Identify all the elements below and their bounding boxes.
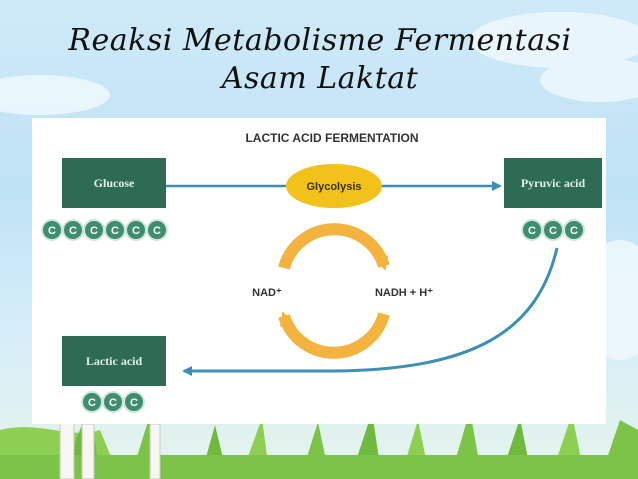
pyruvic-acid-box (504, 158, 602, 208)
fence-post (59, 419, 75, 479)
lactic-acid-fermentation-diagram: LACTIC ACID FERMENTATION Glucose Pyruvic… (41, 131, 602, 413)
reduction-arrow (182, 247, 559, 376)
carbon-atom (563, 219, 585, 241)
carbon-symbol: C (570, 225, 578, 237)
carbon-symbol: C (109, 397, 117, 409)
lactic-acid-label: Lactic acid (86, 354, 143, 368)
nad-label: NAD⁺ (252, 287, 282, 299)
fence-post (81, 423, 95, 479)
carbon-atom (146, 219, 168, 241)
carbon-symbol: C (130, 397, 138, 409)
nadh-to-nad-arrow (278, 311, 390, 359)
cloud (0, 75, 110, 115)
cloud (540, 58, 638, 102)
glycolysis-ellipse (286, 164, 382, 208)
fence-post (149, 423, 161, 479)
lactic-acid-box (62, 336, 166, 386)
glucose-box (62, 158, 166, 208)
carbon-symbol: C (153, 225, 161, 237)
carbon-symbol: C (69, 225, 77, 237)
grass-base (0, 455, 638, 479)
carbon-symbol: C (528, 225, 536, 237)
nadh-label: NADH + H⁺ (375, 287, 433, 299)
carbon-symbol: C (48, 225, 56, 237)
diagram-heading: LACTIC ACID FERMENTATION (245, 131, 418, 145)
cloud (470, 12, 638, 68)
carbon-symbol: C (88, 397, 96, 409)
glycolysis-label: Glycolysis (306, 181, 361, 193)
glucose-label: Glucose (94, 176, 135, 190)
carbon-atom (123, 391, 145, 413)
carbon-symbol: C (111, 225, 119, 237)
nad-to-nadh-arrow (278, 223, 390, 271)
carbon-symbol: C (132, 225, 140, 237)
slide-title: Reaksi Metabolisme Fermentasi Asam Lakta… (68, 23, 572, 96)
carbon-symbol: C (549, 225, 557, 237)
pyruvic-acid-label: Pyruvic acid (521, 176, 586, 190)
diagram-panel: LACTIC ACID FERMENTATION Glucose Pyruvic… (32, 118, 606, 424)
carbon-symbol: C (90, 225, 98, 237)
